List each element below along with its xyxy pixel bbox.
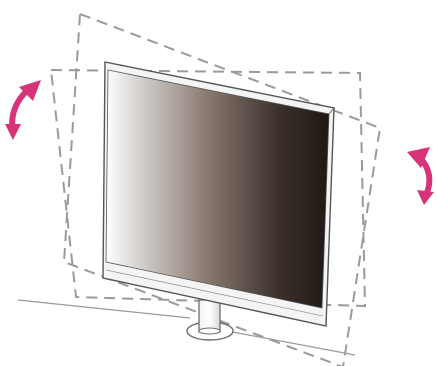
stand-pole-bottom <box>198 327 221 335</box>
rotated-outline-counterclockwise <box>49 68 367 308</box>
monitor-stand <box>186 299 234 341</box>
stand-pole <box>198 299 221 333</box>
monitor-screen <box>105 69 330 309</box>
rotated-outline-clockwise <box>62 12 382 366</box>
monitor-side-edge <box>328 107 335 115</box>
rotate-counterclockwise-arrow-icon <box>5 80 41 140</box>
rotate-clockwise-arrow-icon <box>407 147 434 205</box>
monitor-bottom-bezel-line <box>105 269 324 317</box>
monitor <box>102 61 335 327</box>
desk-edge-line <box>17 299 191 319</box>
desk-edge-line-right <box>221 329 356 356</box>
